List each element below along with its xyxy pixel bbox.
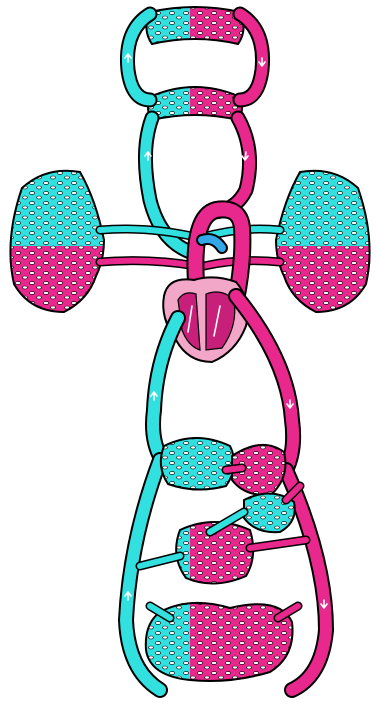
left-lung <box>10 171 105 312</box>
liver-capillary-bed <box>161 438 234 490</box>
upper-body-capillary-bed <box>148 87 242 120</box>
head-capillary-bed <box>146 7 243 44</box>
right-lung <box>276 171 371 312</box>
